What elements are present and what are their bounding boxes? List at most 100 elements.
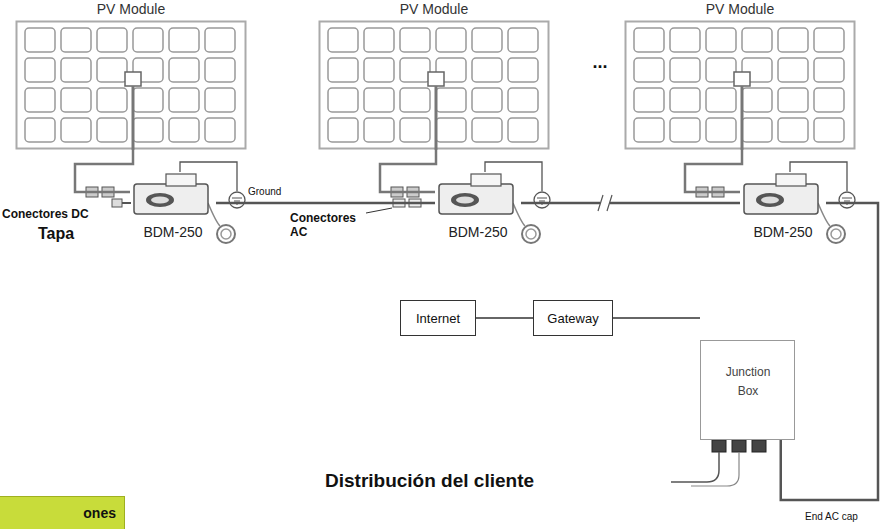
module-panel bbox=[15, 20, 247, 150]
distribution-cable bbox=[691, 452, 739, 486]
annotation: ... bbox=[585, 52, 615, 73]
terminal-strip bbox=[776, 174, 806, 186]
annotation: Conectores AC bbox=[290, 212, 366, 240]
inverter-body bbox=[435, 170, 521, 218]
pv-cell bbox=[814, 118, 844, 142]
pv-cell bbox=[25, 58, 55, 82]
pv-cell bbox=[97, 28, 127, 52]
logo-mark bbox=[146, 193, 174, 207]
pv-cell bbox=[25, 118, 55, 142]
network-box: Internet bbox=[400, 300, 476, 336]
pv-cell bbox=[205, 28, 235, 52]
dc-cable bbox=[75, 150, 133, 192]
ac-cable bbox=[216, 202, 435, 205]
box-label: Junction Box bbox=[719, 363, 777, 401]
ac-cable bbox=[781, 203, 878, 500]
module-cable bbox=[741, 86, 744, 150]
terminal-strip bbox=[471, 174, 501, 186]
pv-cell bbox=[97, 58, 127, 82]
pv-cell bbox=[364, 118, 394, 142]
annotation: End AC cap bbox=[805, 511, 885, 523]
logo-mark bbox=[151, 197, 169, 204]
end-cap bbox=[112, 199, 122, 207]
module-panel bbox=[318, 20, 550, 150]
gland-connector bbox=[732, 440, 746, 452]
panel-frame bbox=[320, 22, 549, 149]
microinverter: BDM-250 bbox=[130, 170, 216, 248]
inverter-case bbox=[439, 184, 513, 214]
pv-cell bbox=[436, 118, 466, 142]
pv-cell bbox=[508, 28, 538, 52]
annotation: Distribución del cliente bbox=[325, 470, 665, 492]
cable-coil bbox=[217, 225, 235, 243]
gland-connector bbox=[752, 440, 766, 452]
pv-module: PV Module bbox=[318, 0, 550, 150]
coil-lead bbox=[818, 203, 830, 226]
pv-cell bbox=[328, 28, 358, 52]
annotation: Ground bbox=[248, 186, 308, 198]
pv-cell bbox=[778, 58, 808, 82]
ground-symbol bbox=[534, 192, 550, 208]
pv-cell bbox=[778, 118, 808, 142]
ground-symbol bbox=[229, 192, 245, 208]
module-label: PV Module bbox=[624, 1, 856, 17]
pv-cell bbox=[472, 58, 502, 82]
pv-cell bbox=[169, 58, 199, 82]
cable-coil bbox=[221, 229, 231, 239]
coil-lead bbox=[513, 203, 525, 226]
pv-cell bbox=[400, 118, 430, 142]
cable-coil bbox=[831, 229, 841, 239]
pv-cell bbox=[508, 58, 538, 82]
ac-trunk bbox=[122, 202, 131, 204]
section-tab: ones bbox=[0, 496, 125, 529]
pv-cell bbox=[814, 28, 844, 52]
inverter-body bbox=[740, 170, 826, 218]
ground-symbol bbox=[839, 192, 855, 208]
pv-cell bbox=[472, 118, 502, 142]
pv-cell bbox=[400, 88, 430, 112]
module-label: PV Module bbox=[318, 1, 550, 17]
pv-cell bbox=[328, 118, 358, 142]
pv-cell bbox=[25, 88, 55, 112]
panel-frame bbox=[626, 22, 855, 149]
pv-cell bbox=[778, 28, 808, 52]
pv-cell bbox=[25, 28, 55, 52]
logo-mark bbox=[456, 197, 474, 204]
pv-cell bbox=[400, 58, 430, 82]
module-junction bbox=[428, 72, 444, 86]
pv-cell bbox=[364, 28, 394, 52]
microinverter: BDM-250 bbox=[435, 170, 521, 248]
pv-cell bbox=[670, 118, 700, 142]
pv-cell bbox=[706, 118, 736, 142]
dc-cable bbox=[685, 150, 742, 192]
module-cable bbox=[435, 86, 438, 150]
pv-cell bbox=[436, 88, 466, 112]
annotation: Tapa bbox=[38, 225, 98, 243]
pv-cell bbox=[61, 28, 91, 52]
pv-cell bbox=[706, 28, 736, 52]
pv-cell bbox=[364, 58, 394, 82]
box-label: Internet bbox=[416, 311, 460, 326]
pv-cell bbox=[205, 58, 235, 82]
pv-cell bbox=[133, 88, 163, 112]
module-label: PV Module bbox=[15, 1, 247, 17]
distribution-cable bbox=[671, 452, 719, 482]
pv-cell bbox=[742, 28, 772, 52]
pv-cell bbox=[814, 88, 844, 112]
break-mark bbox=[598, 195, 612, 211]
pv-cell bbox=[97, 118, 127, 142]
pv-cell bbox=[61, 58, 91, 82]
annotation: Conectores DC bbox=[2, 208, 110, 222]
pv-cell bbox=[778, 88, 808, 112]
pv-cell bbox=[205, 88, 235, 112]
pv-cell bbox=[328, 88, 358, 112]
pv-cell bbox=[472, 88, 502, 112]
pv-cell bbox=[706, 58, 736, 82]
pv-module: PV Module bbox=[624, 0, 856, 150]
cable-coil bbox=[522, 225, 540, 243]
pv-cell bbox=[61, 118, 91, 142]
pv-cell bbox=[670, 58, 700, 82]
junction-box: Junction Box bbox=[700, 340, 795, 440]
pv-cell bbox=[508, 118, 538, 142]
